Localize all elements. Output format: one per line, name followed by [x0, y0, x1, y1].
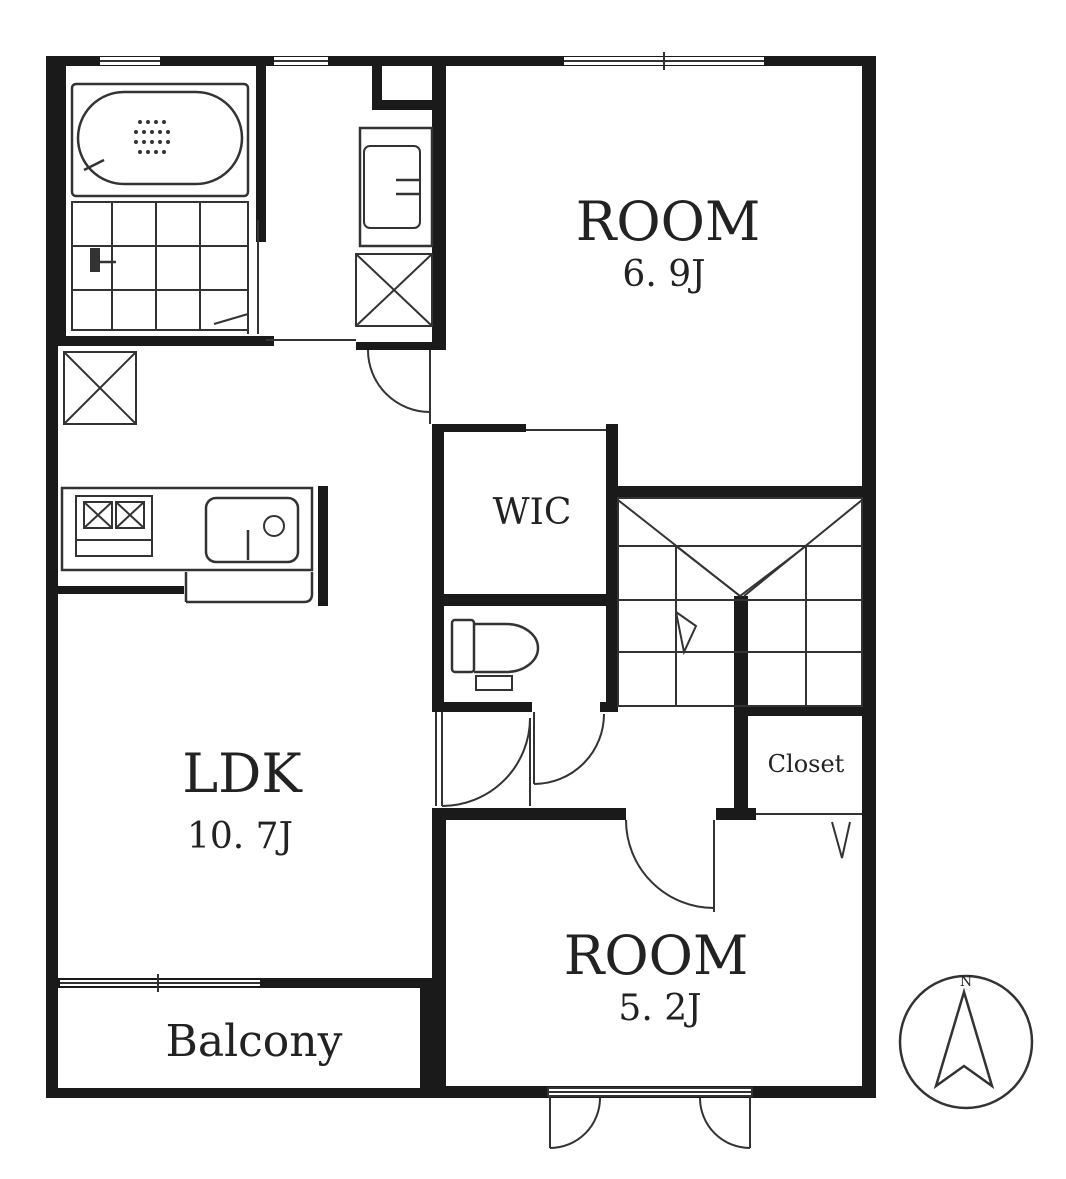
room-south-name: ROOM [564, 924, 749, 987]
wic-label: WIC [493, 492, 572, 533]
refrigerator-space-icon [63, 351, 137, 425]
closet-door [756, 813, 862, 859]
room-north-size: 6. 9J [622, 254, 705, 295]
bathroom-door [213, 220, 259, 334]
closet-label: Closet [768, 750, 845, 778]
windows [100, 52, 764, 70]
compass-north-label: N [960, 974, 972, 990]
room-north-name: ROOM [576, 190, 761, 253]
south-room-door [625, 819, 715, 912]
washing-machine-space-icon [355, 253, 433, 327]
ldk-name: LDK [182, 742, 303, 805]
balcony-label: Balcony [166, 1016, 343, 1067]
shower-faucet-icon [90, 248, 116, 272]
door-hall-ldk [367, 349, 431, 424]
outer-walls [46, 56, 876, 1098]
staircase-icon [617, 497, 863, 707]
wash-basin-icon [358, 126, 434, 248]
hall-door [435, 712, 531, 807]
south-window-doors [547, 1087, 753, 1149]
interior-walls [58, 66, 876, 1098]
toilet-door [533, 712, 605, 785]
compass-icon: N [898, 974, 1034, 1110]
toilet-icon [450, 618, 540, 691]
kitchen-counter [60, 486, 314, 604]
balcony-window [60, 974, 260, 992]
room-south-size: 5. 2J [618, 988, 701, 1029]
ldk-size: 10. 7J [187, 816, 293, 857]
kitchen-sink-icon [204, 496, 300, 564]
gas-stove-icon [75, 495, 153, 557]
bathroom-floor-tiles [71, 201, 249, 331]
bathtub-icon [70, 82, 250, 198]
